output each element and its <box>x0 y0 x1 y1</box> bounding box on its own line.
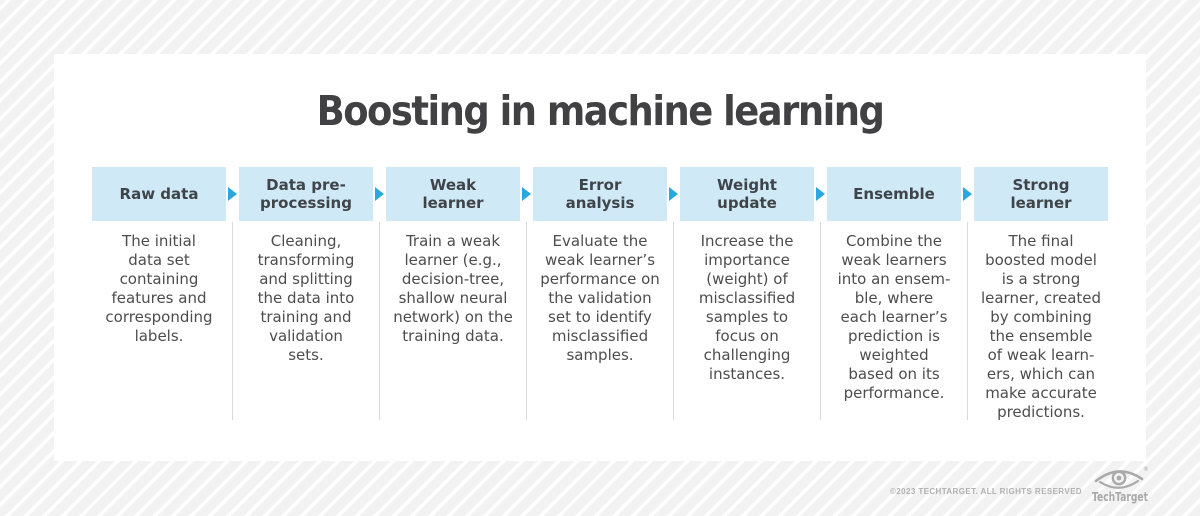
page-title: Boosting in machine learning <box>316 87 885 135</box>
boosting-flow-diagram: Raw data The initial data set containing… <box>92 167 1108 421</box>
logo-registered-mark: ® <box>1143 466 1148 473</box>
flow-connector <box>373 167 386 420</box>
eye-target-icon <box>1094 470 1144 489</box>
arrow-right-icon <box>375 187 384 201</box>
flow-step-strong-learner: Strong learner The final boosted model i… <box>974 167 1108 421</box>
column-divider <box>967 222 968 420</box>
step-label: Error analysis <box>565 176 635 212</box>
footer: ©2023 TECHTARGET. ALL RIGHTS RESERVED ® … <box>890 464 1148 504</box>
column-divider <box>232 222 233 420</box>
flow-step-weight-update: Weight update Increase the importance (w… <box>680 167 814 420</box>
flow-step-data-pre-processing: Data pre- processing Cleaning, transform… <box>239 167 373 420</box>
step-header: Weak learner <box>386 167 520 221</box>
flow-connector <box>226 167 239 420</box>
flow-connector <box>667 167 680 420</box>
arrow-right-icon <box>522 187 531 201</box>
step-header: Weight update <box>680 167 814 221</box>
arrow-right-icon <box>669 187 678 201</box>
flow-connector <box>520 167 533 420</box>
content-card: Boosting in machine learning Raw data Th… <box>54 54 1146 461</box>
step-label: Weight update <box>717 176 777 212</box>
step-label: Raw data <box>119 185 199 203</box>
flow-step-raw-data: Raw data The initial data set containing… <box>92 167 226 420</box>
step-description: The initial data set containing features… <box>105 232 213 345</box>
copyright-text: ©2023 TECHTARGET. ALL RIGHTS RESERVED <box>890 487 1082 496</box>
step-label: Data pre- processing <box>260 176 352 212</box>
step-description: Cleaning, transforming and splitting the… <box>257 232 355 364</box>
flow-connector <box>961 167 974 420</box>
flow-step-ensemble: Ensemble Combine the weak learners into … <box>827 167 961 420</box>
arrow-right-icon <box>816 187 825 201</box>
step-description: Train a weak learner (e.g., decision-tre… <box>393 232 513 345</box>
step-description: Combine the weak learners into an ensem-… <box>837 232 951 402</box>
step-description: Increase the importance (weight) of misc… <box>698 232 796 383</box>
step-label: Weak learner <box>422 176 484 212</box>
step-label: Ensemble <box>853 185 935 203</box>
flow-step-error-analysis: Error analysis Evaluate the weak learner… <box>533 167 667 420</box>
step-header: Data pre- processing <box>239 167 373 221</box>
flow-connector <box>814 167 827 420</box>
step-header: Ensemble <box>827 167 961 221</box>
arrow-right-icon <box>963 187 972 201</box>
step-header: Error analysis <box>533 167 667 221</box>
column-divider <box>526 222 527 420</box>
arrow-right-icon <box>228 187 237 201</box>
flow-step-weak-learner: Weak learner Train a weak learner (e.g.,… <box>386 167 520 420</box>
step-description: Evaluate the weak learner’s performance … <box>540 232 660 364</box>
step-label: Strong learner <box>1010 176 1072 212</box>
logo-wordmark: TechTarget <box>1092 489 1148 504</box>
step-description: The final boosted model is a strong lear… <box>980 232 1102 421</box>
column-divider <box>673 222 674 420</box>
step-header: Strong learner <box>974 167 1108 221</box>
column-divider <box>820 222 821 420</box>
techtarget-logo: ® TechTarget <box>1092 466 1148 504</box>
step-header: Raw data <box>92 167 226 221</box>
column-divider <box>379 222 380 420</box>
